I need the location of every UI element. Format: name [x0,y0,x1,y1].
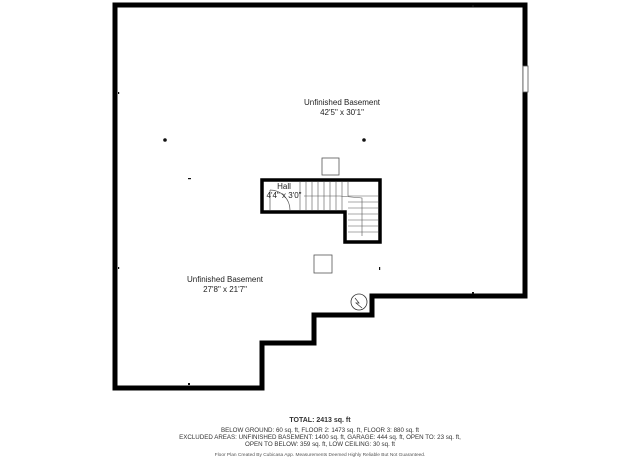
total-area: TOTAL: 2413 sq. ft [289,417,351,424]
room-dimension: 27'8" x 21'7" [203,285,247,294]
room-dimension: 42'5" x 30'1" [320,108,364,117]
fixture-box [313,254,333,274]
hall-dimension: 4'4" x 3'0" [267,191,302,200]
below-ground-area: BELOW GROUND: 60 sq. ft, FLOOR 2: 1473 s… [220,427,420,434]
staircase [299,182,378,236]
outer-wall [112,2,528,391]
room-label: Unfinished Basement [304,98,381,107]
credit-note: Floor Plan Created By Cubicasa App. Meas… [214,453,426,458]
fixture-box [321,157,340,176]
excluded-areas: EXCLUDED AREAS: UNFINISHED BASEMENT: 140… [179,434,461,441]
stair-wall [260,178,382,244]
room-label: Unfinished Basement [187,275,264,284]
floor-plan: Unfinished Basement 42'5" x 30'1" Unfini… [112,2,529,391]
support-post [118,5,474,385]
window [522,65,529,93]
open-below-area: OPEN TO BELOW: 359 sq. ft, LOW CEILING: … [245,441,395,448]
door-icon [269,189,291,211]
water-heater-icon [350,293,368,311]
hall-label: Hall [277,182,291,191]
